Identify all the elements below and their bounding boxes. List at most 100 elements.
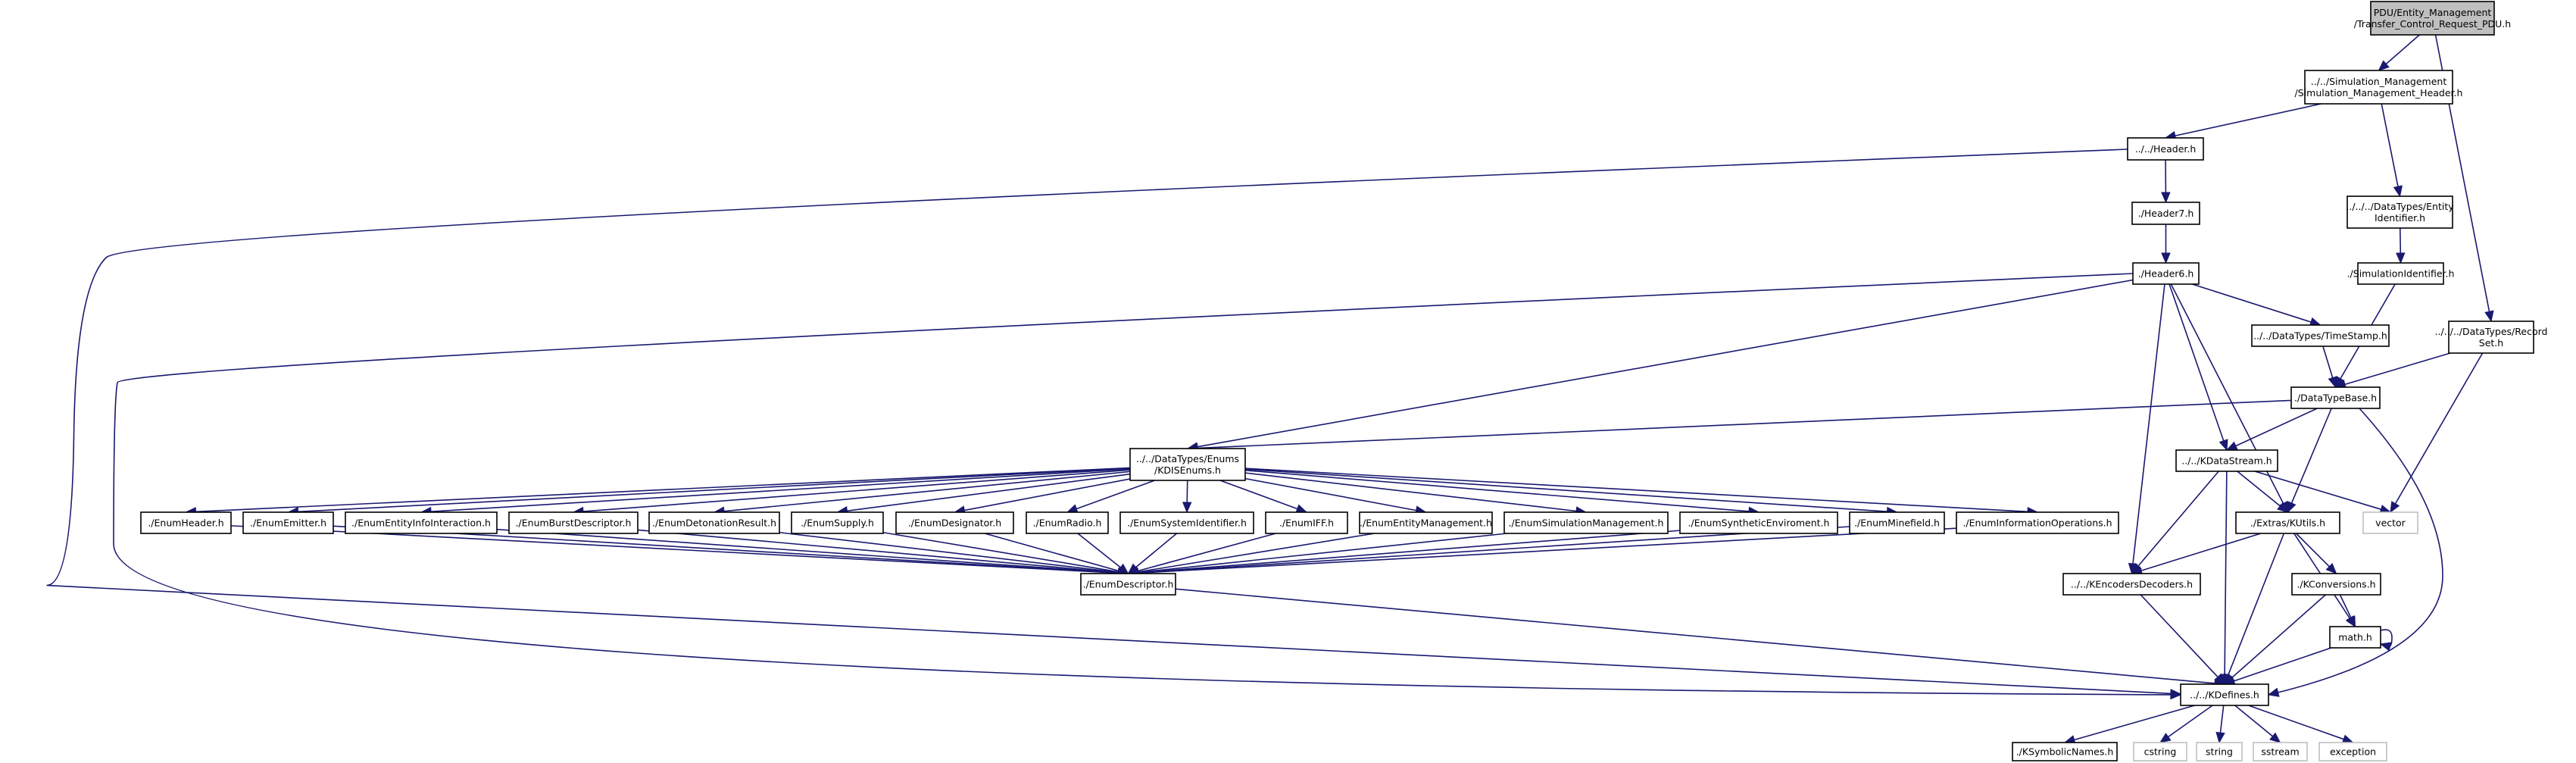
node-vector[interactable]: vector (2362, 511, 2418, 534)
edge-line (1136, 527, 1957, 574)
node-datatypes-timestamp-h[interactable]: ../../DataTypes/TimeStamp.h (2251, 324, 2390, 347)
node-header6-h[interactable]: ./Header6.h (2132, 262, 2200, 285)
arrowhead-icon (2269, 732, 2281, 743)
node-enumsupply-h[interactable]: ./EnumSupply.h (791, 511, 884, 534)
arrowhead-icon (2267, 687, 2280, 697)
node-enuminformationoperations-h[interactable]: ./EnumInformationOperations.h (1956, 511, 2119, 534)
node-label: sstream (2261, 746, 2299, 758)
arrowhead-icon (2170, 690, 2182, 700)
node-datatypebase-h[interactable]: ./DataTypeBase.h (2290, 386, 2381, 409)
include-edge-datatypes-enums-kdisenums-h-to-enumentitymanagement-h (1244, 477, 1427, 515)
include-edge-kdefines-h-to-exception (2248, 705, 2354, 744)
node-enumiff-h[interactable]: ./EnumIFF.h (1265, 511, 1348, 534)
node-enumsimulationmanagement-h[interactable]: ./EnumSimulationManagement.h (1503, 511, 1669, 534)
arrowhead-icon (2328, 376, 2337, 389)
node-label: Set.h (2479, 337, 2503, 349)
include-edge-datatypes-enums-kdisenums-h-to-enumdesignator-h (954, 478, 1131, 515)
include-edge-datatypes-timestamp-h-to-datatypebase-h (2322, 346, 2337, 389)
edge-line (1244, 472, 1578, 512)
edge-line (1219, 480, 1299, 510)
edge-line (1186, 480, 1188, 505)
edge-line (2343, 352, 2451, 386)
node-box (2062, 573, 2201, 596)
node-enumdesignator-h[interactable]: ./EnumDesignator.h (895, 511, 1014, 534)
node-label: ./Extras/KUtils.h (2250, 518, 2325, 529)
node-extras-kutils-h[interactable]: ./Extras/KUtils.h (2235, 511, 2340, 534)
node-label: ./EnumSyntheticEnviroment.h (1688, 518, 1830, 529)
include-edge-kdefines-h-to-string (2215, 705, 2225, 744)
node-box (2132, 262, 2200, 285)
edge-line (1136, 526, 1850, 574)
node-label: Identifier.h (2375, 212, 2425, 224)
include-edge-header6-h-to-datatypes-timestamp-h (2192, 283, 2322, 327)
arrowhead-icon (2161, 192, 2171, 204)
node-cstring[interactable]: cstring (2133, 742, 2187, 761)
include-edge-kdefines-h-to-sstream (2234, 705, 2281, 743)
node-enumsyntheticenviroment-h[interactable]: ./EnumSyntheticEnviroment.h (1679, 511, 1838, 534)
node-simulation-management-simulation-management-header-h[interactable]: ../../Simulation_Management/Simulation_M… (2295, 70, 2463, 105)
node-header7-h[interactable]: ./Header7.h (2131, 202, 2200, 225)
node-box (648, 511, 780, 534)
node-enumsystemidentifier-h[interactable]: ./EnumSystemIdentifier.h (1119, 511, 1254, 534)
edge-line (2169, 283, 2225, 442)
node-kdefines-h[interactable]: ../../KDefines.h (2180, 683, 2269, 706)
edge-line (845, 473, 1131, 512)
node-label: /KDISEnums.h (1154, 464, 1221, 476)
node-enumentityinfointeraction-h[interactable]: ./EnumEntityInfoInteraction.h (345, 511, 498, 534)
edge-line (1135, 533, 1276, 572)
node-label: ./EnumEntityManagement.h (1360, 518, 1492, 529)
node-enumradio-h[interactable]: ./EnumRadio.h (1026, 511, 1109, 534)
node-header-h[interactable]: ../../Header.h (2127, 137, 2204, 161)
include-edge-datatypes-enums-kdisenums-h-to-enumemitter-h (287, 467, 1131, 517)
arrowhead-icon (2484, 310, 2494, 323)
node-kdatastream-h[interactable]: ../../KDataStream.h (2175, 449, 2278, 472)
include-edge-datatypes-entityidentifier-h-to-simulationidentifier-h (2396, 227, 2406, 264)
arrowhead-icon (2396, 252, 2406, 264)
edge-line (882, 531, 1120, 573)
edge-line (2192, 283, 2313, 324)
node-box (1956, 511, 2119, 534)
edge-line (637, 529, 1120, 574)
arrowhead-icon (2379, 642, 2392, 652)
edge-line (984, 533, 1121, 572)
node-label: ./EnumInformationOperations.h (1962, 518, 2112, 529)
node-enumminefield-h[interactable]: ./EnumMinefield.h (1849, 511, 1945, 534)
node-ksymbolicnames-h[interactable]: ./KSymbolicNames.h (2012, 742, 2118, 761)
node-enumdescriptor-h[interactable]: ./EnumDescriptor.h (1080, 573, 1176, 596)
include-edge-datatypes-enums-kdisenums-h-to-enumradio-h (1066, 480, 1155, 514)
node-box (1080, 573, 1176, 596)
node-exception[interactable]: exception (2318, 742, 2387, 761)
node-box (242, 511, 334, 534)
node-box (2329, 626, 2381, 649)
include-edge-pdu-entity-management-transfer-control-request-pdu-h-to-simulation-management-simulation-management-header-h (2378, 34, 2420, 71)
node-label: cstring (2144, 746, 2177, 758)
node-enumheader-h[interactable]: ./EnumHeader.h (140, 511, 232, 534)
include-edge-kdatastream-h-to-vector (2254, 471, 2392, 514)
edge-line (1134, 533, 1178, 569)
edge-line (2237, 471, 2282, 508)
include-edge-datatypes-enums-kdisenums-h-to-enumiff-h (1219, 480, 1308, 514)
node-enumdetonationresult-h[interactable]: ./EnumDetonationResult.h (648, 511, 780, 534)
node-simulationidentifier-h[interactable]: ./SimulationIdentifier.h (2347, 262, 2455, 285)
node-box (508, 511, 639, 534)
node-kconversions-h[interactable]: ./KConversions.h (2291, 573, 2381, 596)
node-string[interactable]: string (2196, 742, 2243, 761)
include-edge-datatypes-recordset-h-to-vector (2390, 352, 2484, 514)
node-box (1119, 511, 1254, 534)
include-edge-datatypebase-h-to-extras-kutils-h (2287, 408, 2332, 514)
arrowhead-icon (1066, 504, 1079, 514)
node-math-h[interactable]: math.h (2329, 626, 2381, 649)
node-enumemitter-h[interactable]: ./EnumEmitter.h (242, 511, 334, 534)
node-datatypes-enums-kdisenums-h[interactable]: ../../DataTypes/Enums/KDISEnums.h (1129, 448, 1246, 481)
node-box (2290, 386, 2381, 409)
node-enumburstdescriptor-h[interactable]: ./EnumBurstDescriptor.h (508, 511, 639, 534)
node-enumentitymanagement-h[interactable]: ./EnumEntityManagement.h (1359, 511, 1493, 534)
node-box (2235, 511, 2340, 534)
node-label: ../../../DataTypes/Entity (2346, 201, 2454, 212)
node-sstream[interactable]: sstream (2253, 742, 2308, 761)
node-kencodersdecoders-h[interactable]: ../../KEncodersDecoders.h (2062, 573, 2201, 596)
edge-line (722, 471, 1131, 512)
edge-line (963, 478, 1131, 511)
